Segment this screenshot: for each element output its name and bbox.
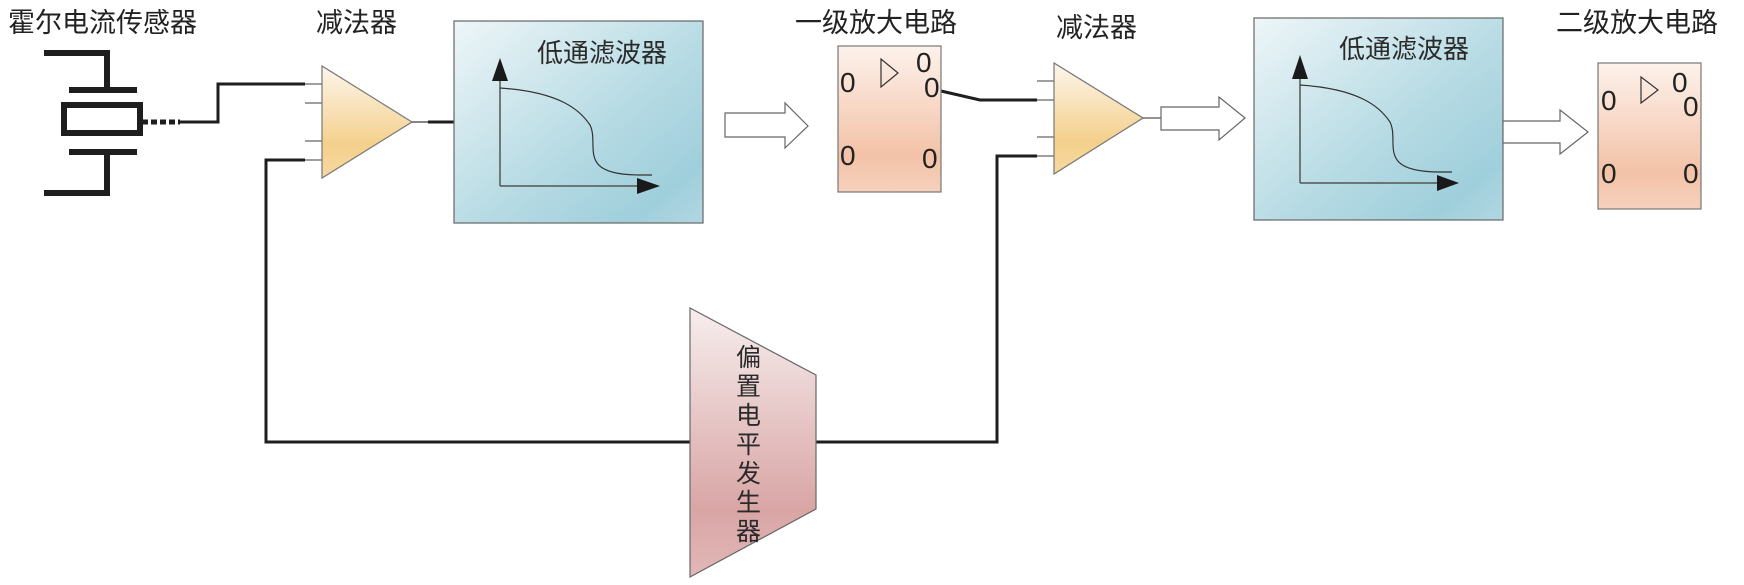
wire-bias-to-subtractor-2 [816,154,1037,444]
amp-stage-1-label: 一级放大电路 [795,8,957,39]
bias-generator-label-char: 发 [736,459,761,488]
amp-stage-2-triangle-icon [1640,75,1659,105]
amp-1-pin-top-left: 0 [840,67,856,98]
wires [178,82,1037,444]
wire-amp-1-to-subtractor-2 [940,89,1037,102]
lowpass-filter-2-label: 低通滤波器 [1339,35,1469,65]
lowpass-filter-2: 低通滤波器 [1253,17,1504,221]
amp-2-pin-top-right-upper: 0 [1672,67,1688,98]
amp-stage-2: 0 0 0 0 0 [1597,62,1702,210]
subtractor-1 [305,64,428,180]
bias-generator-label-char: 器 [736,517,761,546]
bias-generator-label-char: 生 [736,488,761,517]
amp-stage-1: 0 0 0 0 0 [837,45,942,193]
wire-bias-to-subtractor-1 [264,158,690,444]
arrow-subtractor-2-to-filter-2-icon [1160,95,1246,142]
amp-1-pin-top-right-lower: 0 [924,72,940,103]
subtractor-1-triangle-icon [321,64,414,180]
lowpass-response-icon [492,58,660,194]
wire-sensor-to-subtractor-1 [178,82,305,124]
amp-2-pin-bottom-left: 0 [1601,158,1617,189]
amp-1-pin-bottom-right: 0 [922,143,938,174]
amp-2-pin-top-right-lower: 0 [1683,91,1699,122]
hall-sensor-label: 霍尔电流传感器 [8,8,197,39]
subtractor-1-label: 减法器 [316,8,397,39]
lowpass-filter-1-label: 低通滤波器 [537,39,667,69]
arrow-filter-2-to-amp-2-icon [1502,108,1589,156]
bias-generator-label-char: 电 [736,401,761,430]
amp-2-pin-bottom-right: 0 [1683,158,1699,189]
subtractor-2 [1037,61,1161,176]
bias-generator-label-char: 置 [736,372,761,401]
arrow-filter-1-to-amp-1-icon [724,101,809,150]
lowpass-filter-1: 低通滤波器 [453,20,704,224]
amp-stage-1-triangle-icon [880,57,899,89]
subtractor-2-label: 减法器 [1056,13,1137,44]
amp-stage-2-label: 二级放大电路 [1556,8,1718,39]
bias-generator-label-char: 偏 [736,343,761,372]
subtractor-2-triangle-icon [1053,61,1145,176]
amp-1-pin-top-right-upper: 0 [916,47,932,78]
hall-sensor-icon [44,50,180,196]
amp-2-pin-top-left: 0 [1601,85,1617,116]
amp-1-pin-bottom-left: 0 [840,140,856,171]
bias-generator-label-char: 平 [736,430,761,459]
lowpass-response-icon [1292,55,1459,191]
